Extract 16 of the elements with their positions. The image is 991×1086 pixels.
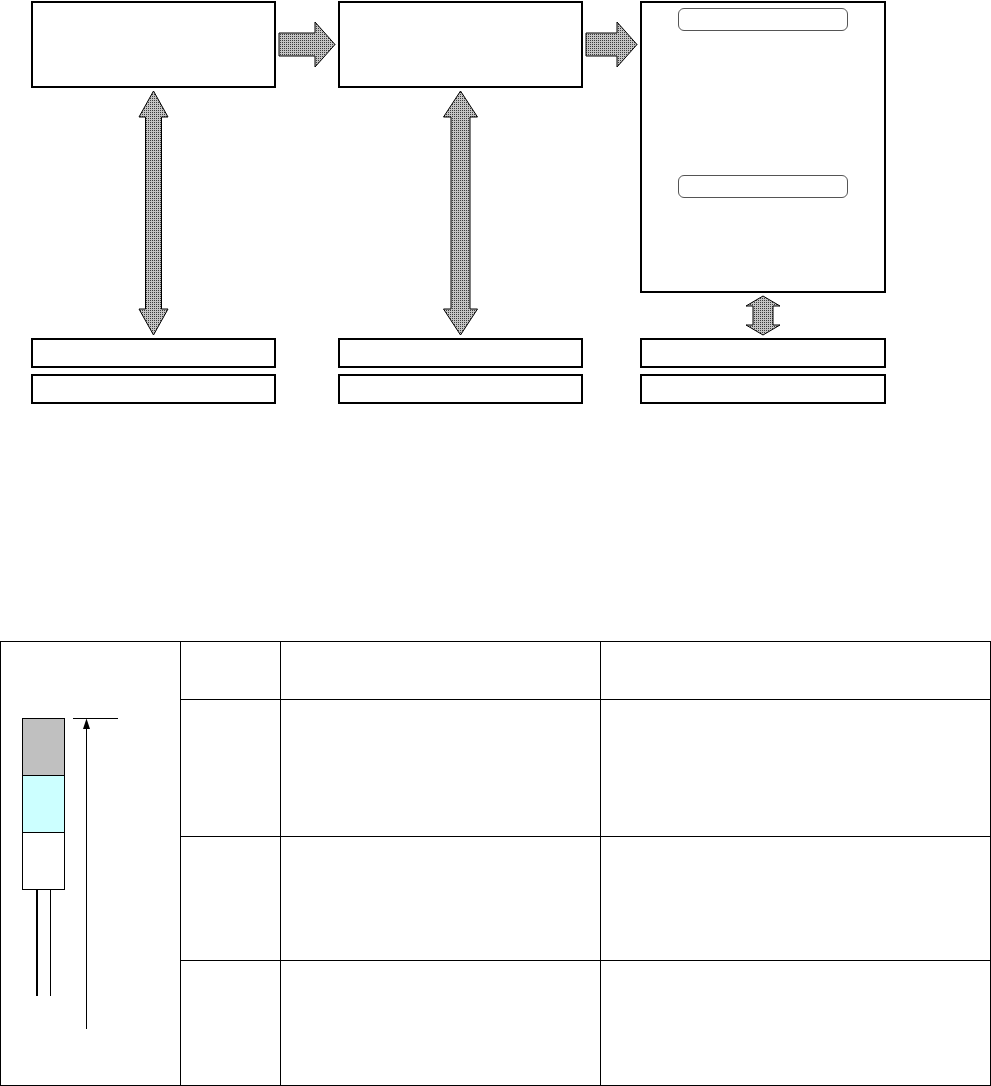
rounded-box [678, 8, 848, 31]
block-arrow [585, 21, 638, 68]
empty-bar [640, 338, 886, 368]
rounded-box [678, 175, 848, 198]
double-headed-block-arrow [138, 90, 169, 336]
empty-box [640, 1, 886, 293]
empty-box [31, 1, 276, 88]
double-headed-block-arrow [745, 295, 781, 336]
block-arrow [278, 21, 336, 68]
empty-bar [338, 338, 583, 368]
empty-bar [640, 374, 886, 404]
empty-bar [338, 374, 583, 404]
double-headed-block-arrow [443, 90, 478, 336]
empty-bar [31, 338, 276, 368]
empty-box [338, 1, 583, 88]
empty-bar [31, 374, 276, 404]
